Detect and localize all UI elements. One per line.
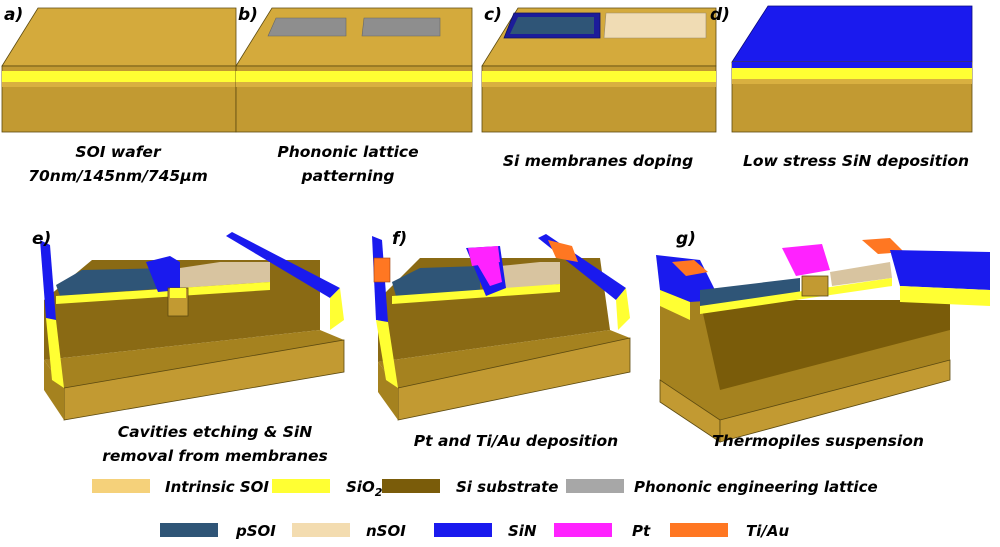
step-letter-a: a) [4, 5, 23, 25]
step-letter-g: g) [676, 229, 696, 249]
caption-e-line1: Cavities etching & SiN [118, 423, 312, 441]
legend-label-nsoi: nSOI [366, 522, 406, 540]
legend-swatch-pt [554, 523, 612, 537]
legend-swatch-intrinsic-soi [92, 479, 150, 493]
legend-label-sin: SiN [508, 522, 537, 540]
legend-swatch-si-substrate [382, 479, 440, 493]
legend-label-pt: Pt [632, 522, 651, 540]
step-letter-d: d) [710, 5, 730, 25]
caption-f: Pt and Ti/Au deposition [414, 432, 618, 450]
legend-label-si-substrate: Si substrate [456, 478, 558, 496]
wafer-c [481, 7, 717, 133]
caption-g: Thermopiles suspension [712, 432, 924, 450]
caption-b-line1: Phononic lattice [277, 143, 418, 161]
caption-c: Si membranes doping [503, 152, 693, 170]
legend-label-sio2: SiO2 [346, 478, 383, 499]
wafer-a [1, 7, 237, 133]
wafer-d [731, 5, 973, 133]
wafer-b [235, 7, 473, 133]
legend-label-psoi: pSOI [235, 522, 276, 540]
structure-e [40, 232, 345, 421]
legend-swatch-psoi [160, 523, 218, 537]
caption-a-line2: 70nm/145nm/745µm [28, 167, 208, 185]
legend-swatch-sin [434, 523, 492, 537]
legend-swatch-sio2 [272, 479, 330, 493]
step-letter-b: b) [238, 5, 258, 25]
legend-label-tiau: Ti/Au [746, 522, 789, 540]
step-letter-e: e) [32, 229, 51, 249]
caption-a-line1: SOI wafer [75, 143, 162, 161]
caption-b-line2: patterning [300, 167, 394, 185]
caption-d: Low stress SiN deposition [743, 152, 969, 170]
legend-swatch-nsoi [292, 523, 350, 537]
caption-e-line2: removal from membranes [102, 447, 328, 465]
legend-swatch-tiau [670, 523, 728, 537]
legend-label-phononic: Phononic engineering lattice [634, 478, 878, 496]
legend: Intrinsic SOI SiO2 Si substrate Phononic… [92, 478, 878, 540]
structure-f [372, 234, 631, 421]
step-letter-c: c) [484, 5, 502, 25]
step-letter-f: f) [392, 229, 407, 249]
legend-label-intrinsic-soi: Intrinsic SOI [165, 478, 269, 496]
legend-swatch-phononic [566, 479, 624, 493]
structure-g [656, 238, 990, 443]
